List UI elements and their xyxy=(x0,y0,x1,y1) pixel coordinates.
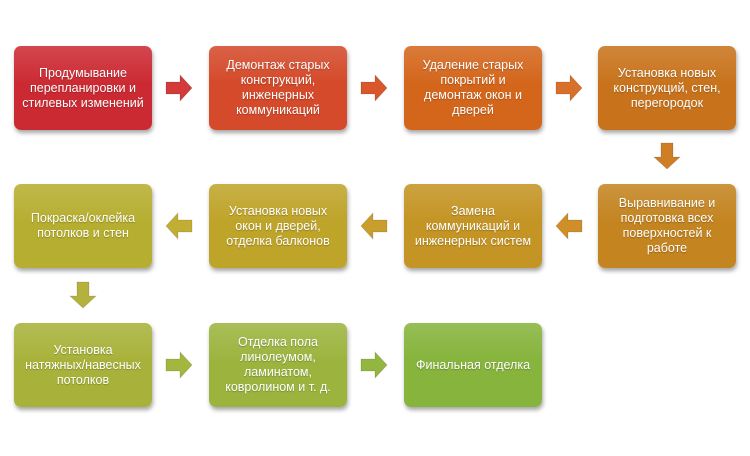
step-4-box: Установка новых конструкций, стен, перег… xyxy=(598,46,736,130)
arrow-down-icon xyxy=(652,142,682,170)
step-10-label: Отделка пола линолеумом, ламинатом, ковр… xyxy=(225,335,331,394)
step-9-label: Установка натяжных/навесных потолков xyxy=(25,342,141,387)
arrow-left-icon xyxy=(360,211,388,241)
step-7-label: Установка новых окон и дверей, отделка б… xyxy=(226,203,330,248)
arrow-down-icon xyxy=(68,281,98,309)
arrow-right-icon xyxy=(555,73,583,103)
step-1-box: Продумывание перепланировки и стилевых и… xyxy=(14,46,152,130)
step-6-box: Замена коммуникаций и инженерных систем xyxy=(404,184,542,268)
step-3-box: Удаление старых покрытий и демонтаж окон… xyxy=(404,46,542,130)
arrow-left-icon xyxy=(165,211,193,241)
step-10-box: Отделка пола линолеумом, ламинатом, ковр… xyxy=(209,323,347,407)
step-5-box: Выравнивание и подготовка всех поверхнос… xyxy=(598,184,736,268)
step-11-box: Финальная отделка xyxy=(404,323,542,407)
step-8-label: Покраска/оклейка потолков и стен xyxy=(30,211,136,240)
step-4-label: Установка новых конструкций, стен, перег… xyxy=(613,65,721,110)
arrow-right-icon xyxy=(360,73,388,103)
step-6-label: Замена коммуникаций и инженерных систем xyxy=(414,203,532,248)
step-2-box: Демонтаж старых конструкций, инженерных … xyxy=(209,46,347,130)
step-3-label: Удаление старых покрытий и демонтаж окон… xyxy=(422,58,524,117)
arrow-right-icon xyxy=(165,350,193,380)
step-1-label: Продумывание перепланировки и стилевых и… xyxy=(22,65,144,110)
step-7-box: Установка новых окон и дверей, отделка б… xyxy=(209,184,347,268)
step-5-label: Выравнивание и подготовка всех поверхнос… xyxy=(618,196,716,255)
arrow-right-icon xyxy=(165,73,193,103)
step-2-label: Демонтаж старых конструкций, инженерных … xyxy=(226,58,330,117)
arrow-right-icon xyxy=(360,350,388,380)
step-8-box: Покраска/оклейка потолков и стен xyxy=(14,184,152,268)
step-11-label: Финальная отделка xyxy=(415,357,531,372)
arrow-left-icon xyxy=(555,211,583,241)
step-9-box: Установка натяжных/навесных потолков xyxy=(14,323,152,407)
